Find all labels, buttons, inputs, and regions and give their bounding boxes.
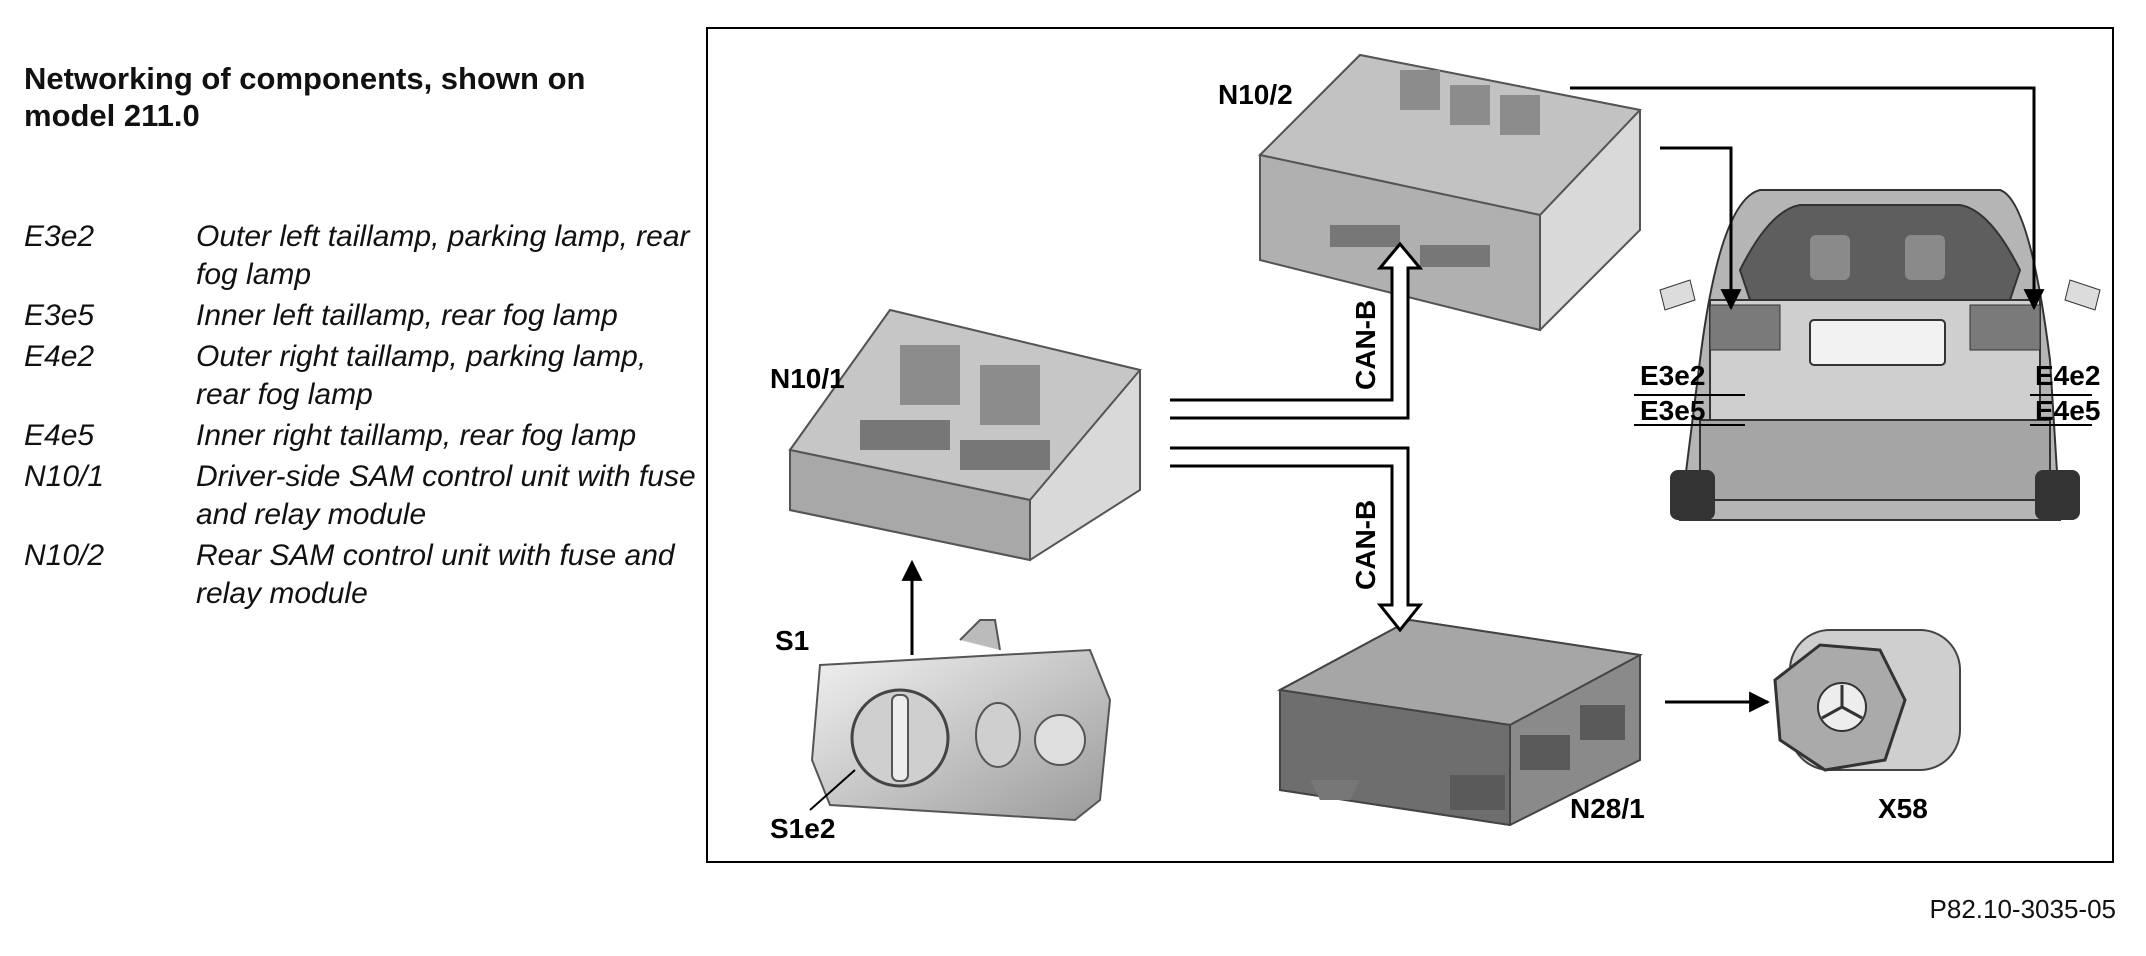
trailer-socket (1773, 629, 1961, 772)
diagram-frame (706, 27, 2114, 863)
legend-item: E3e2 Outer left taillamp, parking lamp, r… (24, 218, 704, 294)
wire-n10-2-to-e4e2 (1570, 86, 2045, 311)
legend-description: Outer left taillamp, parking lamp, rear … (196, 220, 690, 291)
driver-sam-module (788, 308, 1142, 562)
connection-arrows (901, 86, 2092, 713)
label-e4e5: E4e5 (2035, 395, 2100, 426)
light-switch (809, 619, 1112, 822)
label-e4e2: E4e2 (2035, 360, 2100, 391)
label-e3e5: E3e5 (1640, 395, 1705, 426)
label-n10-1: N10/1 (770, 363, 845, 394)
legend-item: E4e2 Outer right taillamp, parking lamp, … (24, 338, 704, 414)
legend-item: E3e5 Inner left taillamp, rear fog lamp (24, 297, 704, 335)
legend-item: N10/1 Driver-side SAM control unit with f… (24, 458, 704, 534)
can-bus-lines (1170, 241, 1424, 633)
legend-description: Rear SAM control unit with fuse and rela… (196, 539, 675, 610)
label-can-b-top: CAN-B (1350, 300, 1381, 390)
label-s1e2: S1e2 (770, 813, 835, 844)
legend-code: E4e2 (24, 340, 95, 373)
legend-code: E3e5 (24, 299, 95, 332)
label-x58: X58 (1878, 793, 1928, 824)
label-can-b-bottom: CAN-B (1350, 500, 1381, 590)
vehicle-rear (1659, 189, 2101, 521)
legend-code: E3e2 (24, 220, 95, 253)
legend-item: N10/2 Rear SAM control unit with fuse and… (24, 537, 704, 613)
label-n28-1: N28/1 (1570, 793, 1645, 824)
legend-description: Inner right taillamp, rear fog lamp (196, 419, 637, 452)
rear-sam-module (1257, 53, 1642, 332)
legend-code: N10/1 (24, 460, 105, 493)
legend-description: Inner left taillamp, rear fog lamp (196, 299, 618, 332)
legend-description: Driver-side SAM control unit with fuse a… (196, 460, 696, 531)
legend-description: Outer right taillamp, parking lamp, rear… (196, 340, 647, 411)
page-title: Networking of components, shown on model… (24, 61, 586, 133)
label-n10-2: N10/2 (1218, 79, 1293, 110)
reference-number: P82.10-3035-05 (1929, 894, 2116, 924)
legend-code: E4e5 (24, 419, 95, 452)
trailer-control-unit (1276, 618, 1644, 827)
label-e3e2: E3e2 (1640, 360, 1705, 391)
wire-n10-2-to-e3e2 (1660, 146, 1742, 311)
label-s1: S1 (775, 625, 809, 656)
component-legend: E3e2 Outer left taillamp, parking lamp, r… (24, 218, 704, 616)
legend-item: E4e5 Inner right taillamp, rear fog lamp (24, 417, 704, 455)
legend-code: N10/2 (24, 539, 105, 572)
